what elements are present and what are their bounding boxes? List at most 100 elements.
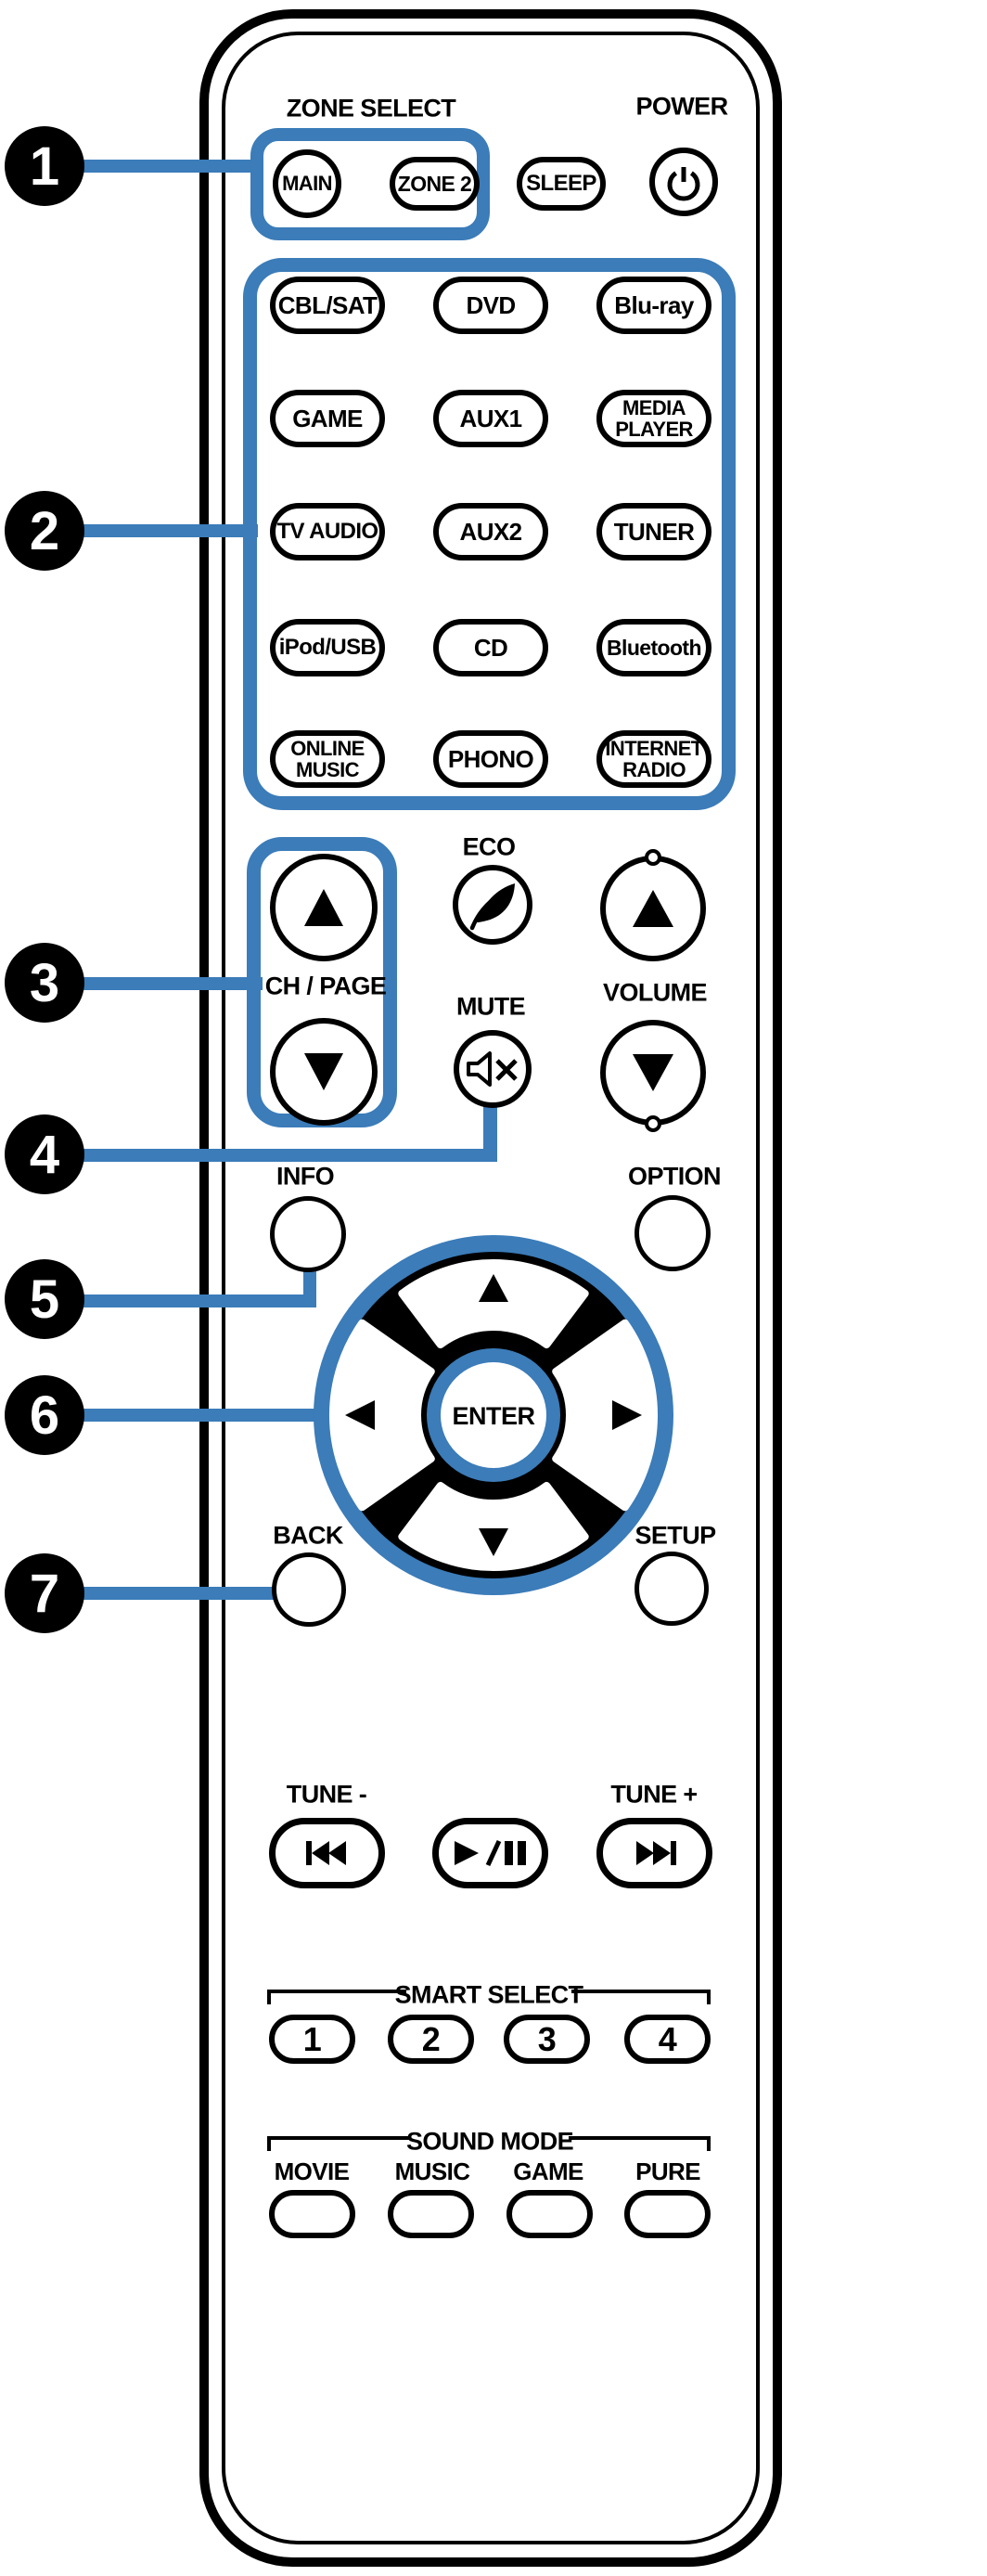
source-tv-audio[interactable]: TV AUDIO <box>270 503 385 560</box>
info-label: INFO <box>276 1162 335 1191</box>
source-aux2[interactable]: AUX2 <box>433 503 548 560</box>
main-button[interactable]: MAIN <box>273 149 341 218</box>
cursor-pad[interactable]: ENTER <box>314 1235 673 1595</box>
cursor-up-key <box>398 1258 589 1349</box>
source-tuner[interactable]: TUNER <box>596 503 711 560</box>
callout-line-6 <box>45 1409 323 1422</box>
left-arrow-icon <box>345 1400 375 1430</box>
callout-line-5 <box>45 1294 316 1307</box>
skip-forward-button[interactable] <box>596 1818 712 1888</box>
tune-plus-label: TUNE + <box>610 1780 698 1809</box>
down-arrow-icon <box>479 1528 508 1556</box>
up-triangle-icon <box>304 889 343 926</box>
cursor-left-key <box>328 1319 435 1512</box>
callout-line-2 <box>45 524 258 537</box>
source-online-music[interactable]: ONLINE MUSIC <box>270 730 385 788</box>
game-label: GAME <box>513 2157 583 2185</box>
callout-line-1 <box>45 160 253 173</box>
source-phono[interactable]: PHONO <box>433 730 548 788</box>
setup-label: SETUP <box>634 1521 716 1550</box>
zone-select-group-highlight <box>250 128 490 240</box>
info-button[interactable] <box>270 1196 346 1272</box>
remote-body-inner-line <box>222 32 760 2544</box>
smart-select-4-button[interactable]: 4 <box>624 2015 711 2064</box>
game-button[interactable] <box>506 2190 593 2238</box>
back-button[interactable] <box>272 1552 346 1627</box>
skip-back-button[interactable] <box>269 1818 385 1888</box>
right-arrow-icon <box>612 1400 642 1430</box>
sound-mode-bracket-left <box>267 2136 411 2140</box>
movie-label: MOVIE <box>274 2157 350 2185</box>
channel-down-button[interactable] <box>270 1018 378 1126</box>
power-button[interactable] <box>649 148 718 216</box>
sound-mode-bracket-right <box>569 2136 711 2140</box>
source-blu-ray[interactable]: Blu-ray <box>596 277 711 334</box>
source-cbl-sat[interactable]: CBL/SAT <box>270 277 385 334</box>
source-aux1[interactable]: AUX1 <box>433 390 548 447</box>
sleep-button[interactable]: SLEEP <box>517 157 606 211</box>
mute-label: MUTE <box>455 992 526 1021</box>
callout-badge-1: 1 <box>5 126 84 206</box>
up-arrow-icon <box>479 1274 508 1302</box>
sound-mode-label: SOUND MODE <box>405 2127 574 2156</box>
setup-button[interactable] <box>634 1552 709 1626</box>
music-button[interactable] <box>388 2190 474 2238</box>
movie-button[interactable] <box>269 2190 355 2238</box>
smart-select-bracket-left-tick <box>267 1990 271 2004</box>
ch-page-group-highlight <box>247 837 397 1127</box>
skip-forward-icon <box>632 1840 678 1866</box>
smart-select-bracket-right-tick <box>707 1990 711 2004</box>
source-cd[interactable]: CD <box>433 619 548 676</box>
callout-badge-5: 5 <box>5 1259 84 1339</box>
eco-button[interactable] <box>453 865 532 945</box>
callout-line-5-stub <box>303 1269 316 1307</box>
pure-button[interactable] <box>624 2190 711 2238</box>
volume-down-notch <box>645 1115 661 1132</box>
volume-up-notch <box>645 849 661 866</box>
power-icon <box>663 161 704 202</box>
channel-up-button[interactable] <box>270 854 378 961</box>
volume-up-button[interactable] <box>600 856 706 961</box>
option-label: OPTION <box>628 1162 722 1191</box>
power-label: POWER <box>635 92 728 121</box>
enter-label: ENTER <box>452 1402 534 1430</box>
music-label: MUSIC <box>394 2157 470 2185</box>
sound-mode-bracket-right-tick <box>707 2136 711 2151</box>
smart-select-2-button[interactable]: 2 <box>388 2015 474 2064</box>
source-dvd[interactable]: DVD <box>433 277 548 334</box>
eco-label: ECO <box>462 832 516 861</box>
source-internet-radio[interactable]: INTERNET RADIO <box>596 730 711 788</box>
zone2-button[interactable]: ZONE 2 <box>390 157 480 211</box>
volume-down-button[interactable] <box>600 1020 706 1126</box>
play-pause-icon <box>453 1839 529 1867</box>
callout-badge-3: 3 <box>5 943 84 1023</box>
cursor-down-key <box>398 1481 589 1572</box>
tune-minus-label: TUNE - <box>286 1780 367 1809</box>
mute-button[interactable] <box>454 1030 532 1108</box>
smart-select-1-button[interactable]: 1 <box>269 2015 355 2064</box>
zone-select-label: ZONE SELECT <box>286 94 456 122</box>
source-bluetooth[interactable]: Bluetooth <box>596 619 711 676</box>
source-game[interactable]: GAME <box>270 390 385 447</box>
sound-mode-bracket-left-tick <box>267 2136 271 2151</box>
smart-select-3-button[interactable]: 3 <box>504 2015 590 2064</box>
smart-select-bracket-right <box>571 1990 711 1993</box>
down-triangle-icon <box>633 1054 673 1091</box>
callout-line-7 <box>45 1587 276 1600</box>
mute-speaker-icon <box>466 1049 519 1089</box>
source-ipod-usb[interactable]: iPod/USB <box>270 619 385 676</box>
option-button[interactable] <box>634 1195 711 1271</box>
callout-badge-6: 6 <box>5 1375 84 1455</box>
back-label: BACK <box>273 1521 343 1550</box>
play-pause-button[interactable] <box>432 1818 548 1888</box>
smart-select-bracket-left <box>267 1990 406 1993</box>
source-media-player[interactable]: MEDIA PLAYER <box>596 390 711 447</box>
callout-badge-4: 4 <box>5 1114 84 1194</box>
sources-group-highlight <box>243 258 736 810</box>
callout-line-4 <box>45 1149 497 1162</box>
volume-label: VOLUME <box>603 978 708 1007</box>
down-triangle-icon <box>304 1053 343 1090</box>
pure-label: PURE <box>635 2157 700 2185</box>
callout-badge-2: 2 <box>5 491 84 571</box>
